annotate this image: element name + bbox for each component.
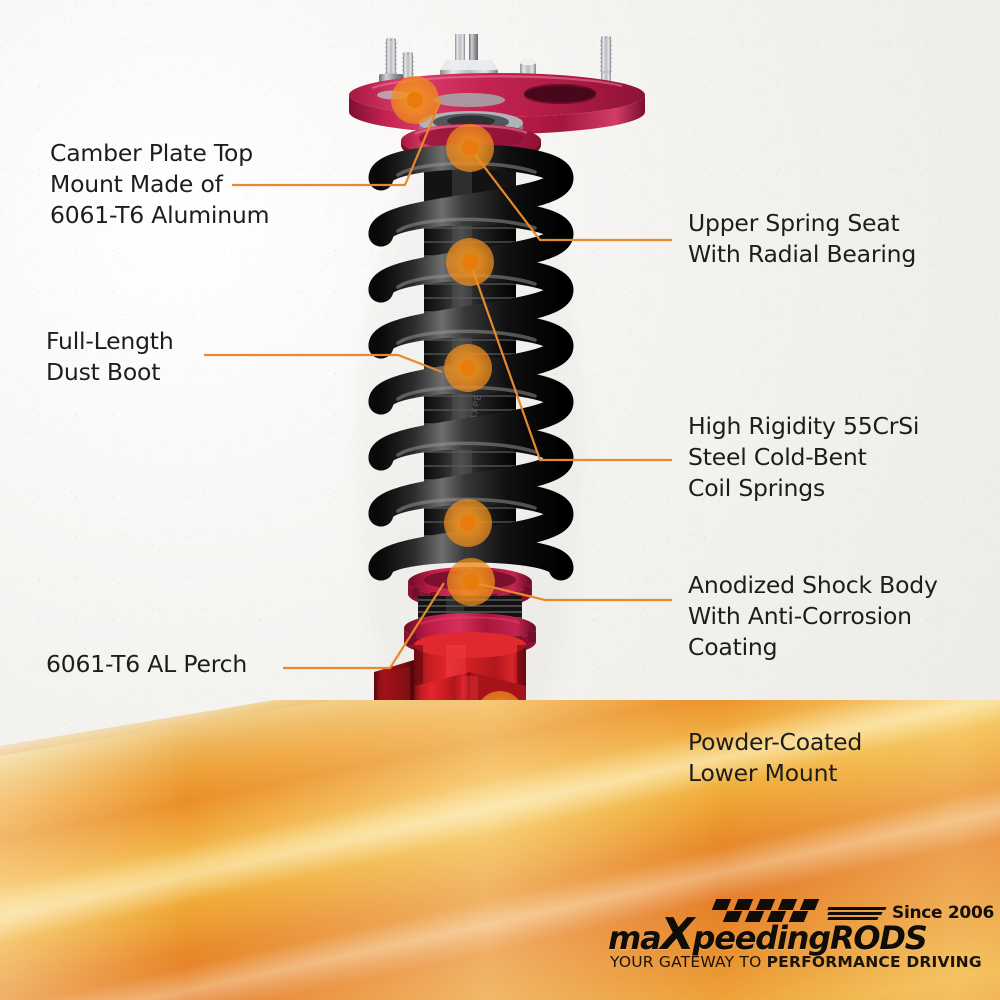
callout-shock-body: Anodized Shock Body With Anti-Corrosion …	[688, 571, 938, 661]
leader-upper-seat	[469, 147, 672, 242]
leader-shock-body	[470, 580, 672, 602]
leader-camber-plate	[232, 99, 443, 187]
logo-x: X	[660, 909, 695, 960]
callout-camber-plate: Camber Plate Top Mount Made of 6061-T6 A…	[50, 139, 270, 229]
logo-prefix: ma	[608, 919, 662, 957]
speed-lines-icon	[827, 907, 890, 925]
callout-coil-springs: High Rigidity 55CrSi Steel Cold-Bent Coi…	[688, 412, 920, 502]
since-label: Since 2006	[892, 903, 995, 923]
callout-dust-boot: Full-Length Dust Boot	[46, 327, 174, 386]
tagline-light: YOUR GATEWAY TO	[610, 953, 767, 971]
callout-upper-spring-seat: Upper Spring Seat With Radial Bearing	[688, 209, 917, 268]
leader-lines	[204, 99, 672, 764]
callout-lower-mount: Powder-Coated Lower Mount	[688, 728, 863, 787]
leader-dust-boot	[204, 353, 443, 374]
callout-dots	[391, 76, 524, 739]
logo-word-text: maXpeedingRODS	[608, 909, 928, 960]
logo-tagline: YOUR GATEWAY TO PERFORMANCE DRIVING	[610, 953, 982, 971]
logo-mid: peeding	[692, 919, 831, 957]
logo-suffix: RODS	[829, 919, 928, 957]
maxpeedingrods-logo[interactable]: maXpeedingRODS Since 2006 YOUR GATEWAY T…	[600, 899, 994, 985]
logo-wordmark: maXpeedingRODS Since 2006	[600, 899, 994, 960]
coil-spring-part	[368, 144, 574, 581]
leader-coil-springs	[468, 261, 672, 462]
callout-al-perch: 6061-T6 AL Perch	[46, 650, 248, 678]
tagline-bold: PERFORMANCE DRIVING	[766, 953, 982, 971]
leader-al-perch	[283, 582, 445, 670]
checkered-flag-icon	[711, 899, 826, 925]
